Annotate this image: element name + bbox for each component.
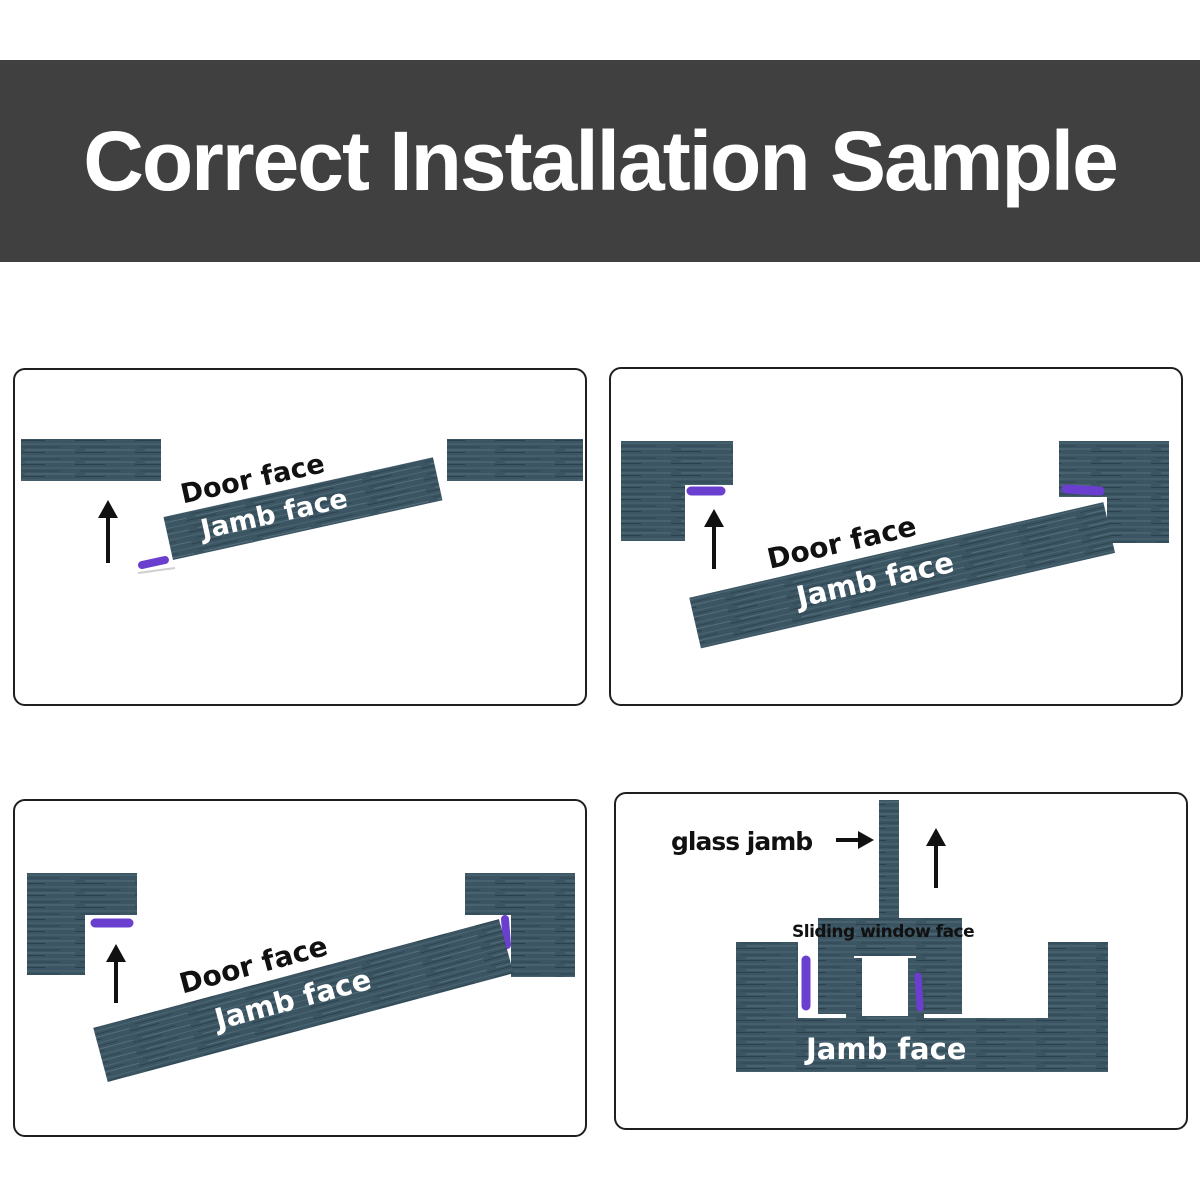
diagram-panel-4: glass jamb Sliding window face Jamb face [614,792,1188,1130]
right-frame [447,439,583,481]
glass-jamb-label: glass jamb [671,827,812,856]
door-panel [163,457,443,560]
left-frame [621,441,733,541]
up-arrow-icon [106,944,126,1003]
sliding-window-face-label: Sliding window face [792,922,974,942]
seal-strip-right [501,915,511,949]
seal-strip [138,556,169,569]
diagram-panel-2: Door face Jamb face [609,367,1183,706]
left-frame [21,439,161,481]
window-channel-gap [854,956,916,1026]
door-panel [689,502,1116,649]
right-frame [465,873,575,977]
seal-strip-right [914,972,924,1012]
diagram-panel-3: Door face Jamb face [13,799,587,1137]
right-arrow-icon [836,831,874,849]
title-banner: Correct Installation Sample [0,60,1200,262]
up-arrow-icon [98,500,118,563]
glass-jamb [879,800,899,918]
jamb-face-label: Jamb face [804,1032,966,1066]
seal-strip-line [137,567,176,574]
diagram-panel-1: Door face Jamb face [13,368,587,706]
right-frame [1059,441,1169,543]
left-frame [27,873,137,975]
up-arrow-icon [926,828,946,888]
up-arrow-icon [704,509,724,569]
seal-strip-right [1061,484,1105,496]
door-panel [93,919,514,1082]
page-title: Correct Installation Sample [83,113,1119,208]
